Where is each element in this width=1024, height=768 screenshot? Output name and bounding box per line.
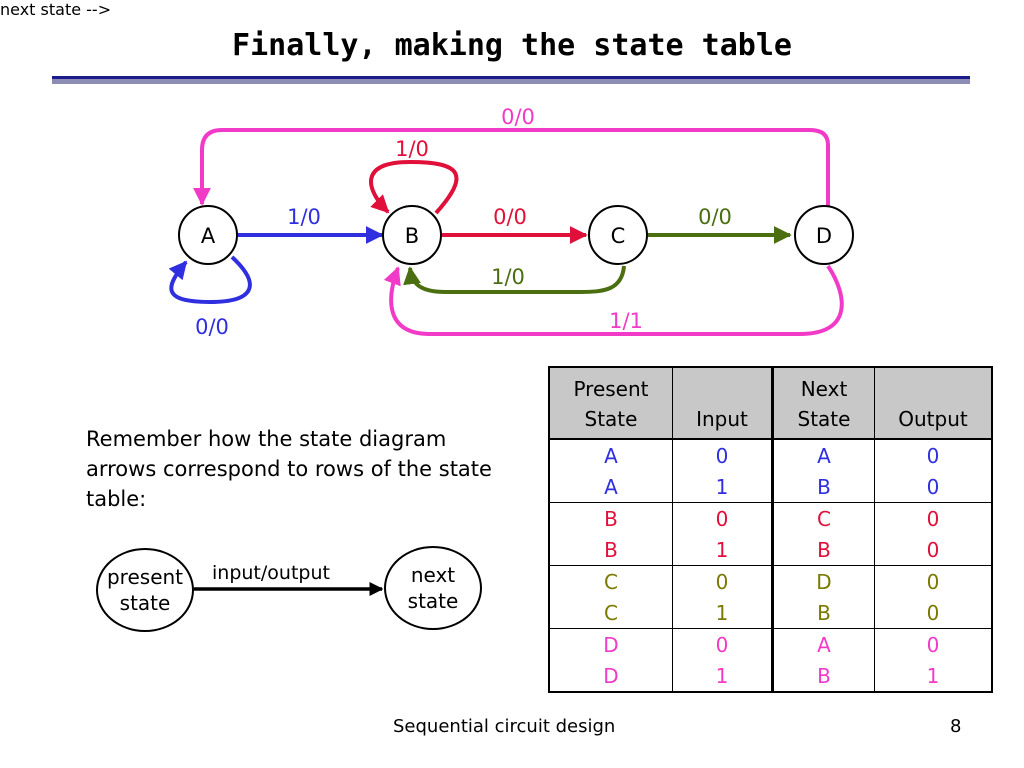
cell-input: 1 bbox=[672, 660, 774, 692]
state-c-label: C bbox=[611, 224, 626, 248]
slide-title: Finally, making the state table bbox=[232, 28, 792, 63]
state-a-label: A bbox=[201, 224, 216, 248]
cell-output: 0 bbox=[874, 439, 993, 471]
header-present-state: Present State bbox=[548, 366, 673, 440]
transition-a-self bbox=[168, 255, 252, 305]
state-table: Present State Input Next State Output A … bbox=[548, 366, 993, 693]
cell-next-state: A bbox=[772, 439, 875, 471]
cell-present-state: B bbox=[548, 502, 673, 534]
title-rule bbox=[52, 76, 970, 79]
cell-output: 0 bbox=[874, 565, 993, 597]
table-row: D 0 A 0 bbox=[548, 628, 993, 660]
cell-next-state: A bbox=[772, 628, 875, 660]
cell-present-state: A bbox=[548, 471, 673, 503]
cell-next-state: B bbox=[772, 534, 875, 566]
table-row: C 0 D 0 bbox=[548, 565, 993, 597]
cell-output: 0 bbox=[874, 471, 993, 503]
label-c-to-b: 1/0 bbox=[491, 265, 525, 289]
page-number: 8 bbox=[950, 716, 962, 737]
table-row: D 1 B 1 bbox=[548, 660, 993, 692]
label-a-self: 0/0 bbox=[195, 315, 229, 339]
cell-output: 0 bbox=[874, 534, 993, 566]
legend-next-state: next state bbox=[384, 546, 482, 630]
header-next-state: Next State bbox=[772, 366, 875, 440]
transition-d-to-a bbox=[193, 128, 830, 206]
cell-next-state: D bbox=[772, 565, 875, 597]
label-d-to-a: 0/0 bbox=[501, 105, 535, 129]
cell-present-state: D bbox=[548, 628, 673, 660]
cell-input: 1 bbox=[672, 534, 774, 566]
cell-input: 0 bbox=[672, 439, 774, 471]
title-rule-shadow bbox=[52, 79, 970, 84]
header-input: Input bbox=[672, 366, 774, 440]
state-b-label: B bbox=[405, 224, 419, 248]
transition-b-self bbox=[369, 159, 459, 215]
state-c: C bbox=[588, 205, 648, 265]
label-b-to-c: 0/0 bbox=[493, 205, 527, 229]
cell-input: 1 bbox=[672, 471, 774, 503]
label-b-self: 1/0 bbox=[395, 137, 429, 161]
state-d: D bbox=[794, 205, 854, 265]
cell-output: 0 bbox=[874, 502, 993, 534]
label-c-to-d: 0/0 bbox=[698, 205, 732, 229]
cell-input: 1 bbox=[672, 597, 774, 629]
cell-next-state: B bbox=[772, 660, 875, 692]
legend-present-state: present state bbox=[96, 548, 194, 632]
cell-input: 0 bbox=[672, 565, 774, 597]
transition-d-to-b bbox=[383, 264, 844, 336]
cell-present-state: C bbox=[548, 565, 673, 597]
table-row: B 1 B 0 bbox=[548, 534, 993, 566]
transition-c-to-b bbox=[403, 265, 626, 294]
cell-next-state: C bbox=[772, 502, 875, 534]
state-a: A bbox=[178, 205, 238, 265]
table-row: C 1 B 0 bbox=[548, 597, 993, 629]
cell-present-state: B bbox=[548, 534, 673, 566]
cell-next-state: B bbox=[772, 597, 875, 629]
cell-output: 0 bbox=[874, 628, 993, 660]
cell-input: 0 bbox=[672, 502, 774, 534]
label-d-to-b: 1/1 bbox=[609, 309, 643, 333]
table-row: B 0 C 0 bbox=[548, 502, 993, 534]
cell-present-state: D bbox=[548, 660, 673, 692]
state-b: B bbox=[382, 205, 442, 265]
explanation-text: Remember how the state diagram arrows co… bbox=[86, 427, 492, 511]
cell-present-state: A bbox=[548, 439, 673, 471]
label-a-to-b: 1/0 bbox=[287, 205, 321, 229]
footer-text: Sequential circuit design bbox=[393, 716, 616, 737]
table-row: A 1 B 0 bbox=[548, 471, 993, 503]
cell-output: 1 bbox=[874, 660, 993, 692]
table-row: A 0 A 0 bbox=[548, 439, 993, 471]
table-header-row: Present State Input Next State Output bbox=[548, 366, 993, 440]
cell-present-state: C bbox=[548, 597, 673, 629]
state-d-label: D bbox=[816, 224, 832, 248]
cell-output: 0 bbox=[874, 597, 993, 629]
header-output: Output bbox=[874, 366, 993, 440]
cell-input: 0 bbox=[672, 628, 774, 660]
cell-next-state: B bbox=[772, 471, 875, 503]
legend-arrow-label: input/output bbox=[212, 562, 330, 584]
state-diagram: A B C D 0/0 1/0 1/0 0/0 0/0 1/0 1/1 0/0 bbox=[168, 105, 854, 339]
